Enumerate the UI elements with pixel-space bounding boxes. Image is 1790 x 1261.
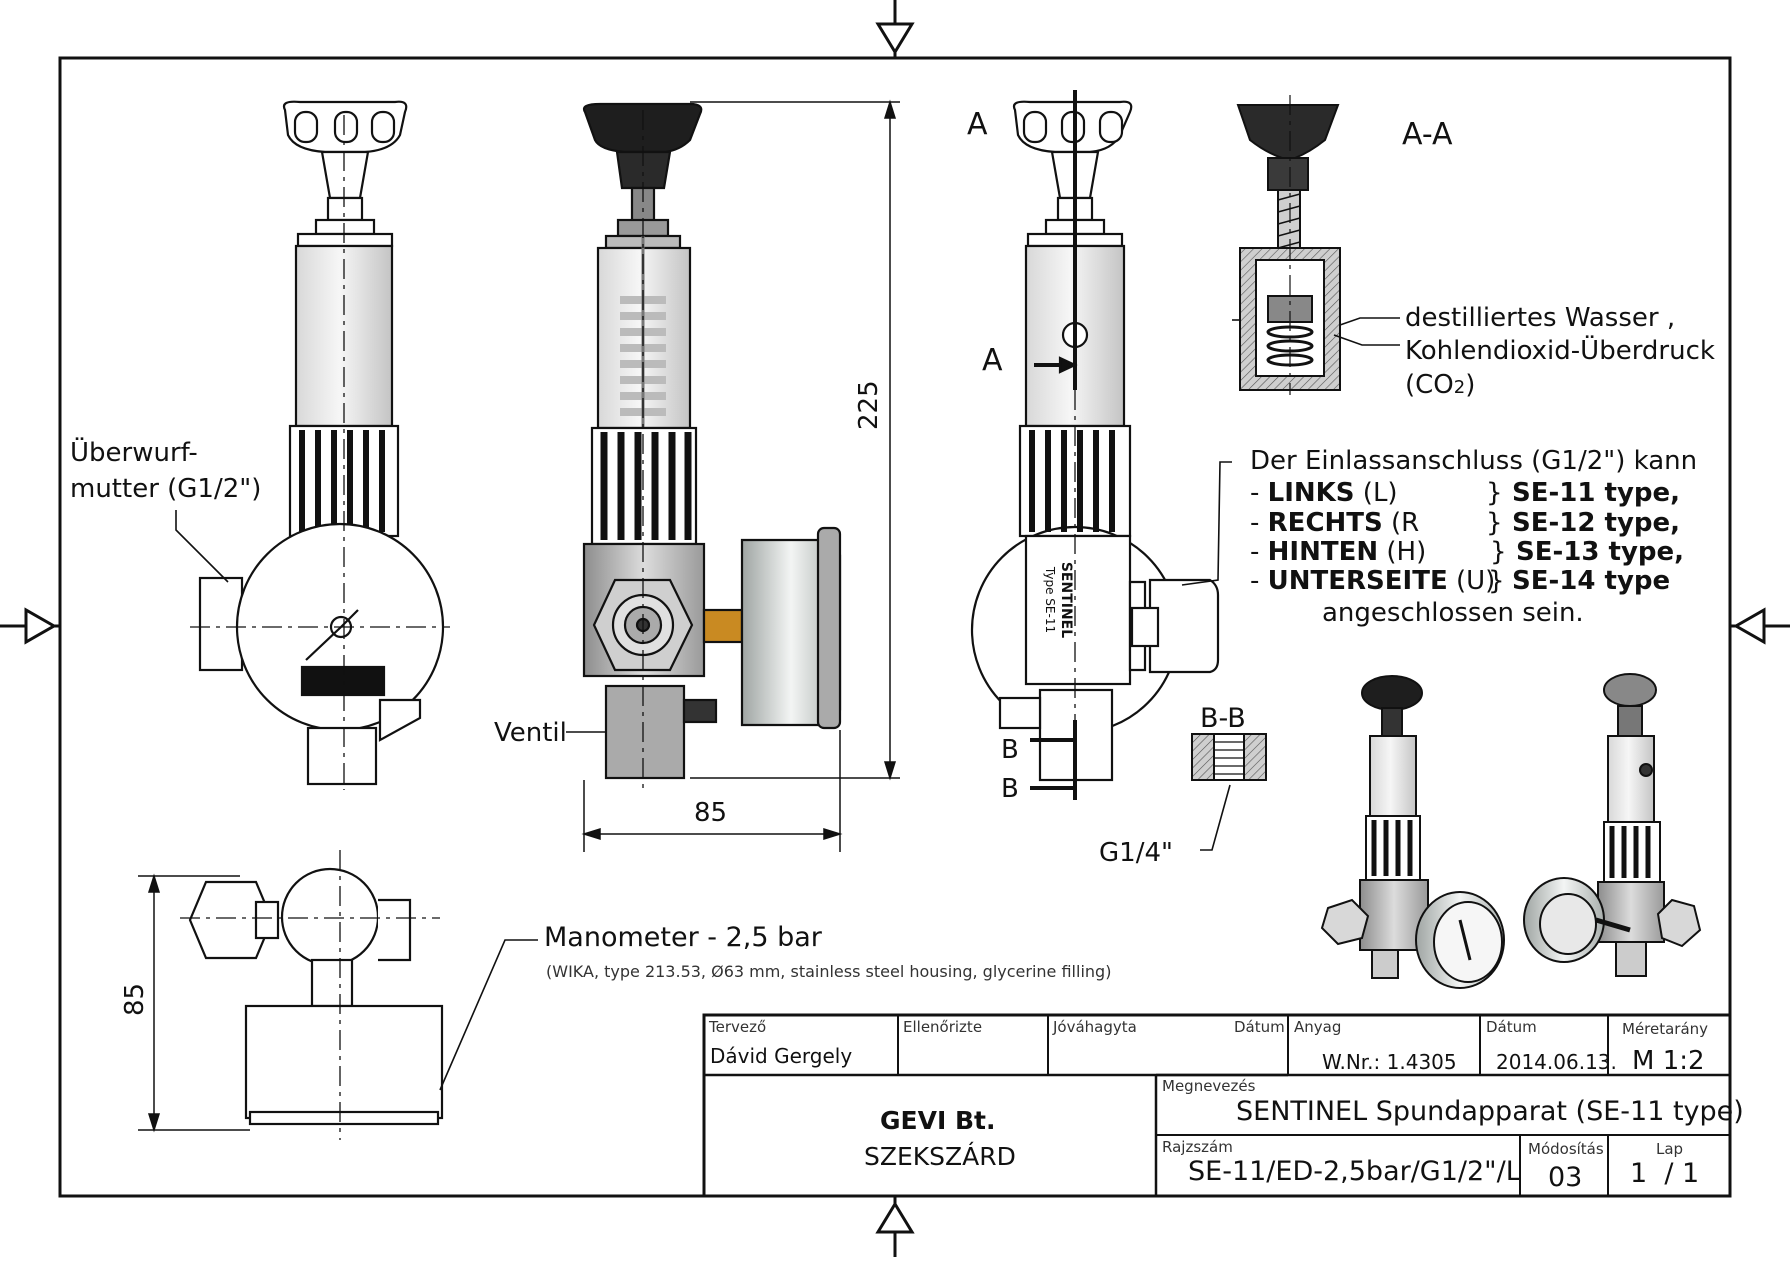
dimension-depth: 85 [120,982,150,1016]
label-ueberwurf-line2: mutter (G1/2") [70,474,262,504]
inlet-footer: angeschlossen sein. [1322,598,1584,628]
tb-name: SENTINEL Spundapparat (SE-11 type) [1236,1096,1744,1127]
tb-revision: 03 [1548,1162,1583,1193]
tb-checked-label: Ellenőrizte [903,1018,983,1036]
section-marker-b-1: B [1001,735,1019,765]
tb-scale: M 1:2 [1632,1046,1705,1076]
label-g14: G1/4" [1099,838,1173,868]
tb-designer: Dávid Gergely [710,1044,853,1068]
label-ventil: Ventil [494,718,567,748]
section-marker-a-mid: A [982,343,1003,378]
section-aa-title: A-A [1402,117,1453,152]
isometric-view-2 [1523,673,1702,977]
section-view-BB [1191,733,1267,851]
front-view-shaded [566,99,900,852]
tb-sheet: 1 / 1 [1630,1158,1700,1189]
inlet-heading: Der Einlassanschluss (G1/2") kann [1250,446,1698,476]
inlet-brace: } [1488,566,1505,596]
inlet-row-rechts: - RECHTS (R [1250,508,1420,538]
inlet-row-links: - LINKS (L) [1250,478,1398,508]
section-marker-b-2: B [1001,774,1019,804]
inlet-brace: } [1486,478,1503,508]
tb-date2-label: Dátum [1486,1018,1537,1036]
label-water-line1: destilliertes Wasser , [1405,303,1676,333]
svg-text:Type SE-11: Type SE-11 [1043,566,1057,633]
inlet-row-unterseite: - UNTERSEITE (U) [1250,566,1496,596]
leader-lines [175,319,1240,1091]
label-water-line2: Kohlendioxid-Überdruck [1405,336,1715,366]
inlet-type-se13: SE-13 type, [1516,537,1685,567]
inlet-type-se14: SE-14 type [1512,566,1671,596]
dimension-height: 225 [854,380,884,430]
front-view-left [190,100,450,790]
tb-material: W.Nr.: 1.4305 [1322,1050,1457,1074]
side-view: SENTINEL Type SE-11 [970,90,1220,800]
inlet-brace: } [1486,508,1503,538]
label-manometer: Manometer - 2,5 bar [544,922,822,953]
tb-sheet-label: Lap [1656,1140,1684,1158]
title-block-lines [702,1013,1732,1198]
inlet-brace: } [1490,537,1507,567]
inlet-type-se12: SE-12 type, [1512,508,1681,538]
tb-date: 2014.06.13. [1496,1050,1617,1074]
section-bb-title: B-B [1200,703,1246,734]
tb-designer-label: Tervező [709,1018,767,1036]
tb-city: SZEKSZÁRD [864,1142,1016,1171]
tb-material-label: Anyag [1294,1018,1342,1036]
tb-name-label: Megnevezés [1162,1077,1256,1095]
top-view [138,850,444,1140]
label-ueberwurf-line1: Überwurf- [70,438,198,468]
label-manometer-note: (WIKA, type 213.53, Ø63 mm, stainless st… [546,962,1112,981]
section-view-AA [1236,95,1400,395]
tb-drawing-no: SE-11/ED-2,5bar/G1/2"/L [1188,1156,1521,1187]
tb-revision-label: Módosítás [1528,1140,1604,1158]
tb-drawing-no-label: Rajzszám [1162,1138,1233,1156]
svg-text:SENTINEL: SENTINEL [1058,562,1074,638]
inlet-row-hinten: - HINTEN (H) [1250,537,1427,567]
label-water-line3: (CO2) [1405,370,1476,400]
dimension-width: 85 [694,798,728,828]
tb-date-label: Dátum [1234,1018,1285,1036]
tb-company: GEVI Bt. [880,1106,996,1135]
section-marker-a-top: A [967,107,988,142]
isometric-view-1 [1320,675,1505,989]
tb-approved-label: Jóváhagyta [1053,1018,1137,1036]
tb-scale-label: Méretarány [1622,1020,1709,1038]
inlet-type-se11: SE-11 type, [1512,478,1681,508]
